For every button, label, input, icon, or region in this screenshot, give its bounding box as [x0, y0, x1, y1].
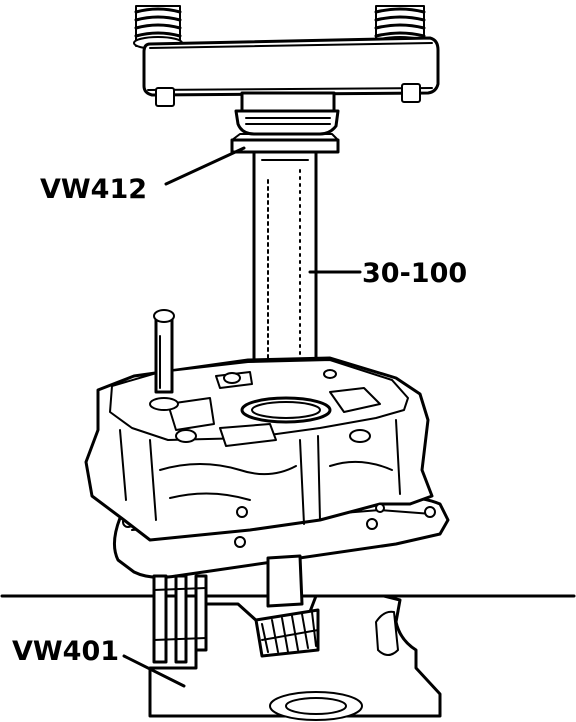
leader-lines	[122, 146, 362, 688]
label-support: VW401	[12, 636, 119, 667]
leader-plate	[164, 146, 246, 186]
spring-left-icon	[133, 5, 183, 50]
press-assembly	[133, 5, 440, 136]
transmission-housing	[84, 356, 450, 579]
plate-vw412	[230, 133, 340, 154]
ram-collar	[234, 91, 340, 136]
label-tube: 30-100	[362, 258, 467, 289]
label-plate: VW412	[40, 174, 147, 205]
leader-support	[122, 654, 186, 688]
pinion-gear	[254, 554, 320, 658]
guide-pin	[149, 309, 179, 411]
bench	[0, 594, 576, 721]
support-vw401	[152, 574, 208, 664]
press-bar	[142, 36, 440, 107]
